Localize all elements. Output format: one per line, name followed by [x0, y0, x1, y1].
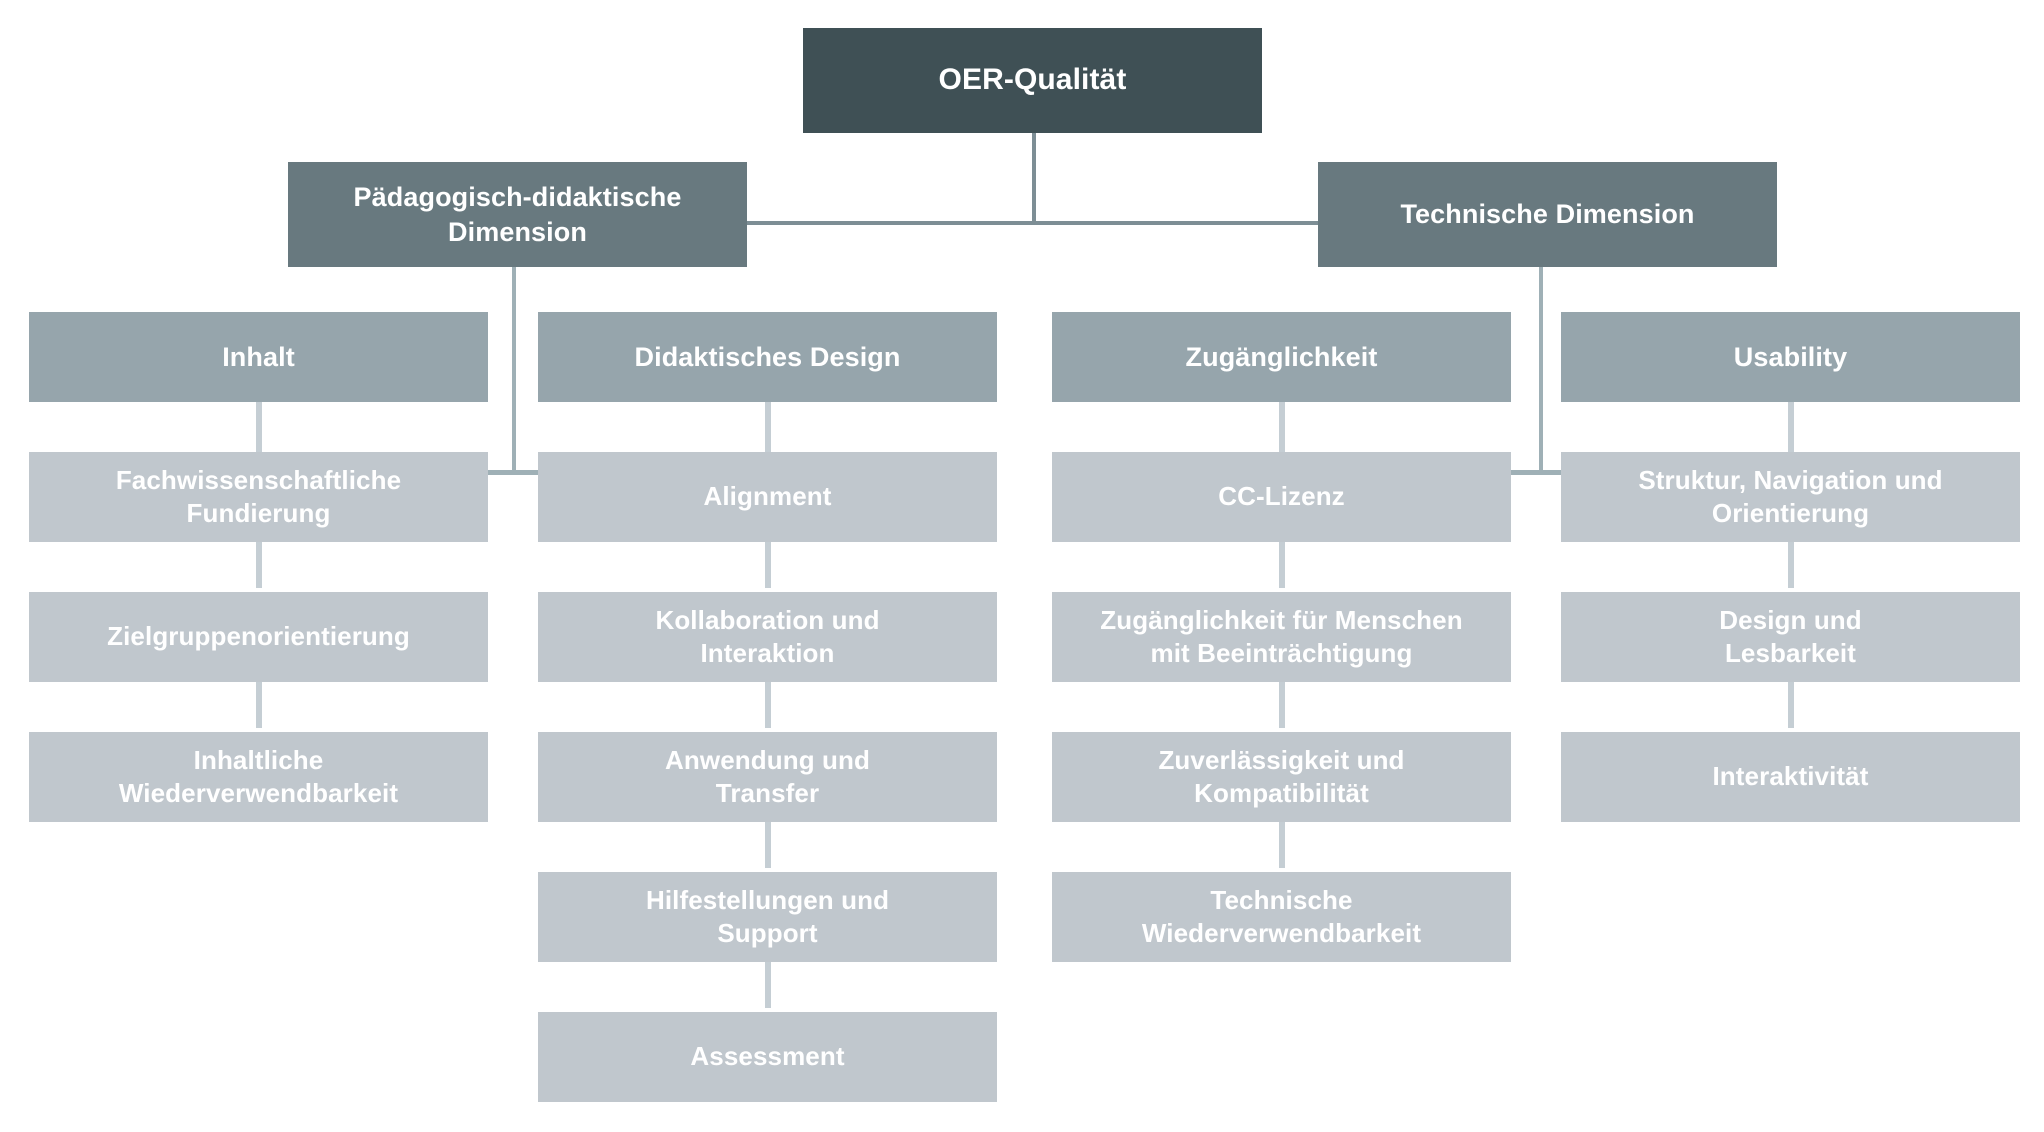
node-label: Pädagogisch-didaktische Dimension: [353, 181, 682, 247]
node-anwendung-und-transfer[interactable]: Anwendung und Transfer: [538, 732, 997, 822]
node-label: Assessment: [690, 1041, 845, 1072]
node-label: Kollaboration und Interaktion: [655, 604, 880, 668]
node-label: Interaktivität: [1712, 761, 1869, 792]
node-zugaenglichkeit-fuer-menschen-mit-beeintraechtigung[interactable]: Zugänglichkeit für Menschen mit Beeinträ…: [1052, 592, 1511, 682]
connector-usability-1: [1788, 402, 1794, 458]
node-zugaenglichkeit[interactable]: Zugänglichkeit: [1052, 312, 1511, 402]
connector-didaktisches-4: [765, 822, 771, 868]
node-inhalt[interactable]: Inhalt: [29, 312, 488, 402]
node-oer-qualitaet[interactable]: OER-Qualität: [803, 28, 1262, 133]
node-technische-dimension[interactable]: Technische Dimension: [1318, 162, 1777, 267]
connector-technische-horizontal: [1286, 470, 1796, 475]
connector-inhalt-3: [256, 682, 262, 728]
connector-inhalt-1: [256, 402, 262, 458]
node-kollaboration-und-interaktion[interactable]: Kollaboration und Interaktion: [538, 592, 997, 682]
connector-usability-2: [1788, 542, 1794, 588]
connector-technische-vertical: [1539, 267, 1543, 474]
node-label: Technische Wiederverwendbarkeit: [1141, 884, 1422, 948]
node-zuverlaessigkeit-und-kompatibilitaet[interactable]: Zuverlässigkeit und Kompatibilität: [1052, 732, 1511, 822]
node-alignment[interactable]: Alignment: [538, 452, 997, 542]
node-paedagogisch-didaktische-dimension[interactable]: Pädagogisch-didaktische Dimension: [288, 162, 747, 267]
node-label: Fachwissenschaftliche Fundierung: [115, 464, 402, 528]
node-label: Struktur, Navigation und Orientierung: [1638, 464, 1943, 528]
connector-didaktisches-2: [765, 542, 771, 588]
connector-didaktisches-5: [765, 962, 771, 1008]
node-inhaltliche-wiederverwendbarkeit[interactable]: Inhaltliche Wiederverwendbarkeit: [29, 732, 488, 822]
node-interaktivitaet[interactable]: Interaktivität: [1561, 732, 2020, 822]
node-label: Inhalt: [222, 341, 295, 372]
connector-didaktisches-1: [765, 402, 771, 458]
node-cc-lizenz[interactable]: CC-Lizenz: [1052, 452, 1511, 542]
node-hilfestellungen-und-support[interactable]: Hilfestellungen und Support: [538, 872, 997, 962]
connector-zugaenglichkeit-1: [1279, 402, 1285, 458]
node-label: Alignment: [703, 481, 832, 512]
connector-usability-3: [1788, 682, 1794, 728]
node-label: Hilfestellungen und Support: [645, 884, 890, 948]
node-label: Didaktisches Design: [634, 341, 901, 372]
node-label: Technische Dimension: [1400, 199, 1695, 230]
node-label: Usability: [1733, 341, 1848, 372]
connector-root-horizontal: [735, 221, 1330, 225]
node-label: Inhaltliche Wiederverwendbarkeit: [118, 744, 399, 808]
node-zielgruppenorientierung[interactable]: Zielgruppenorientierung: [29, 592, 488, 682]
node-label: Zugänglichkeit: [1185, 341, 1378, 372]
node-technische-wiederverwendbarkeit[interactable]: Technische Wiederverwendbarkeit: [1052, 872, 1511, 962]
node-label: Zuverlässigkeit und Kompatibilität: [1158, 744, 1405, 808]
connector-paedagogisch-horizontal: [258, 470, 768, 475]
node-fachwissenschaftliche-fundierung[interactable]: Fachwissenschaftliche Fundierung: [29, 452, 488, 542]
node-design-und-lesbarkeit[interactable]: Design und Lesbarkeit: [1561, 592, 2020, 682]
connector-paedagogisch-vertical: [512, 267, 516, 474]
node-usability[interactable]: Usability: [1561, 312, 2020, 402]
connector-zugaenglichkeit-3: [1279, 682, 1285, 728]
node-label: Zugänglichkeit für Menschen mit Beeinträ…: [1100, 604, 1463, 668]
connector-root-vertical: [1032, 133, 1036, 223]
node-assessment[interactable]: Assessment: [538, 1012, 997, 1102]
node-struktur-navigation-und-orientierung[interactable]: Struktur, Navigation und Orientierung: [1561, 452, 2020, 542]
node-label: CC-Lizenz: [1218, 481, 1345, 512]
node-label: OER-Qualität: [938, 63, 1127, 97]
connector-zugaenglichkeit-2: [1279, 542, 1285, 588]
node-label: Zielgruppenorientierung: [107, 621, 410, 652]
connector-inhalt-2: [256, 542, 262, 588]
connector-didaktisches-3: [765, 682, 771, 728]
connector-zugaenglichkeit-4: [1279, 822, 1285, 868]
node-didaktisches-design[interactable]: Didaktisches Design: [538, 312, 997, 402]
node-label: Anwendung und Transfer: [665, 744, 870, 808]
node-label: Design und Lesbarkeit: [1719, 604, 1862, 668]
